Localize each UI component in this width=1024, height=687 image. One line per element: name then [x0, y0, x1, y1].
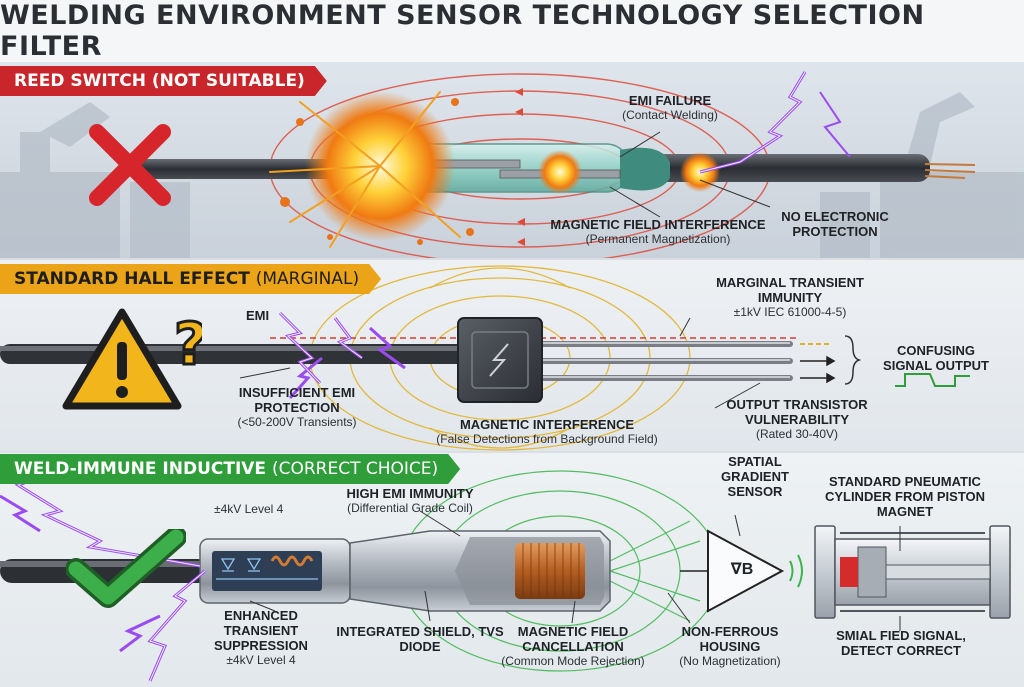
magnetic-field-cancellation-label: MAGNETIC FIELD CANCELLATION (Common Mode…	[501, 624, 645, 668]
reed-switch-banner: REED SWITCH (NOT SUITABLE)	[0, 66, 327, 96]
page-title: WELDING ENVIRONMENT SENSOR TECHNOLOGY SE…	[0, 0, 1024, 62]
non-ferrous-housing-label: NON-FERROUS HOUSING (No Magnetization)	[679, 624, 781, 668]
confusing-signal-output-label: CONFUSING SIGNAL OUTPUT	[883, 343, 989, 373]
reed-switch-panel: REED SWITCH (NOT SUITABLE) EMI FAILURE (…	[0, 62, 1024, 258]
hall-effect-banner: STANDARD HALL EFFECT (MARGINAL)	[0, 264, 381, 294]
warning-question-icon: ?	[62, 308, 202, 410]
emi-label: EMI	[246, 308, 270, 323]
enhanced-transient-suppression-label: ENHANCED TRANSIENT SUPPRESSION ±4kV Leve…	[214, 608, 308, 667]
hall-effect-panel: STANDARD HALL EFFECT (MARGINAL) ? EMI MA…	[0, 258, 1024, 451]
inductive-sensor-illustration	[0, 451, 1024, 687]
pneumatic-cylinder-label: STANDARD PNEUMATIC CYLINDER FROM PISTON …	[824, 474, 986, 519]
magnetic-field-interference-label: MAGNETIC FIELD INTERFERENCE (Permanent M…	[550, 217, 766, 246]
integrated-shield-label: INTEGRATED SHIELD, TVS DIODE	[336, 624, 504, 654]
magnetic-interference-label: MAGNETIC INTERFERENCE (False Detections …	[436, 417, 658, 446]
gradient-b-symbol: ∇B	[730, 561, 754, 578]
output-transistor-vulnerability-label: OUTPUT TRANSISTOR VULNERABILITY (Rated 3…	[726, 397, 868, 441]
high-emi-immunity-label: HIGH EMI IMMUNITY (Differential Grade Co…	[346, 486, 474, 515]
spatial-gradient-sensor-label: SPATIAL GRADIENT SENSOR	[721, 454, 789, 499]
inductive-panel: WELD-IMMUNE INDUCTIVE (CORRECT CHOICE) ±…	[0, 451, 1024, 687]
svg-text:?: ?	[174, 310, 202, 378]
no-electronic-protection-label: NO ELECTRONIC PROTECTION	[781, 209, 889, 239]
signal-detect-label: SMIAL FIED SIGNAL, DETECT CORRECT	[836, 628, 966, 658]
x-mark-icon	[89, 124, 171, 206]
check-mark-icon	[66, 529, 186, 608]
insufficient-emi-protection-label: INSUFFICIENT EMI PROTECTION (<50-200V Tr…	[237, 385, 357, 429]
emi-failure-label: EMI FAILURE (Contact Welding)	[622, 93, 718, 122]
inductive-banner: WELD-IMMUNE INDUCTIVE (CORRECT CHOICE)	[0, 454, 460, 484]
marginal-transient-immunity-label: MARGINAL TRANSIENT IMMUNITY ±1kV IEC 610…	[716, 275, 864, 319]
level-top-label: ±4kV Level 4	[214, 502, 284, 516]
